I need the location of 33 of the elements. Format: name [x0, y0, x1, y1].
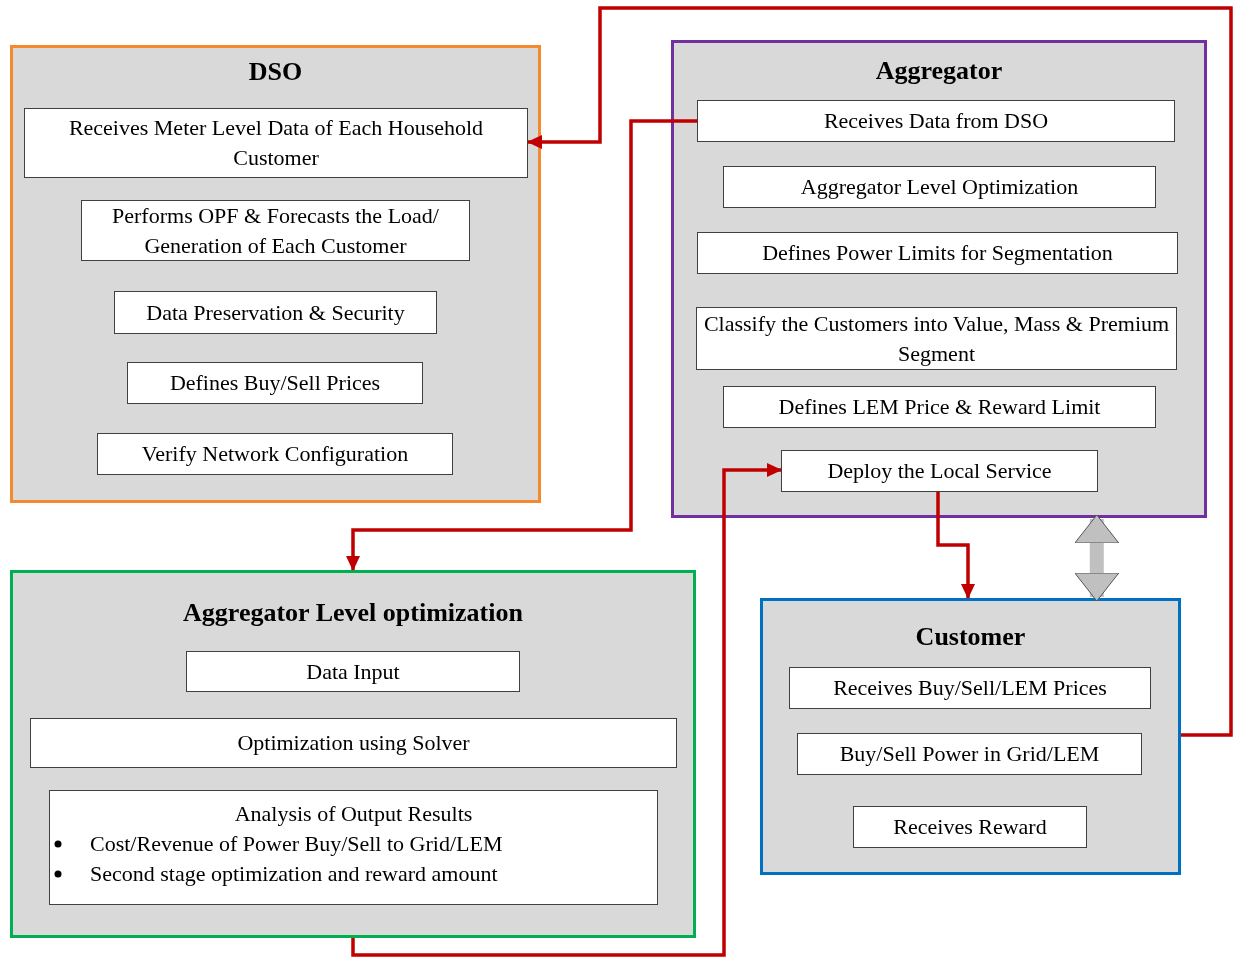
- group-panel: [760, 598, 1181, 875]
- bullet-text: Second stage optimization and reward amount: [90, 860, 498, 888]
- process-box: Aggregator Level Optimization: [723, 166, 1156, 208]
- arrow: [346, 119, 697, 571]
- process-box: Receives Buy/Sell/LEM Prices: [789, 667, 1151, 709]
- group-panel: [671, 40, 1207, 518]
- bullet-text: Cost/Revenue of Power Buy/Sell to Grid/LEM: [90, 830, 503, 858]
- box-heading: Analysis of Output Results: [233, 800, 474, 828]
- process-box: [49, 790, 658, 905]
- process-box: Performs OPF & Forecasts the Load/ Generation of Each Customer: [81, 200, 470, 261]
- process-box: Receives Data from DSO: [697, 100, 1175, 142]
- process-box: Defines Buy/Sell Prices: [127, 362, 423, 404]
- panel-title: DSO: [247, 56, 304, 88]
- panel-title: Aggregator Level optimization: [182, 597, 524, 629]
- process-box: Receives Meter Level Data of Each Household Customer: [24, 108, 528, 178]
- process-box: Data Preservation & Security: [114, 291, 437, 334]
- process-box: Defines LEM Price & Reward Limit: [723, 386, 1156, 428]
- block-arrow: [1074, 514, 1120, 602]
- process-box: Classify the Customers into Value, Mass & Premium Segment: [696, 307, 1177, 370]
- arrow: [936, 492, 975, 599]
- process-box: Buy/Sell Power in Grid/LEM: [797, 733, 1142, 775]
- arrow: [527, 6, 1233, 737]
- arrow: [351, 463, 782, 957]
- process-box: Receives Reward: [853, 806, 1087, 848]
- panel-title: Customer: [914, 621, 1027, 653]
- process-box: Verify Network Configuration: [97, 433, 453, 475]
- process-box: Deploy the Local Service: [781, 450, 1098, 492]
- process-box: Optimization using Solver: [30, 718, 677, 768]
- panel-title: Aggregator: [874, 55, 1004, 87]
- process-box: Defines Power Limits for Segmentation: [697, 232, 1178, 274]
- process-box: Data Input: [186, 651, 520, 692]
- group-panel: [10, 45, 541, 503]
- group-panel: [10, 570, 696, 938]
